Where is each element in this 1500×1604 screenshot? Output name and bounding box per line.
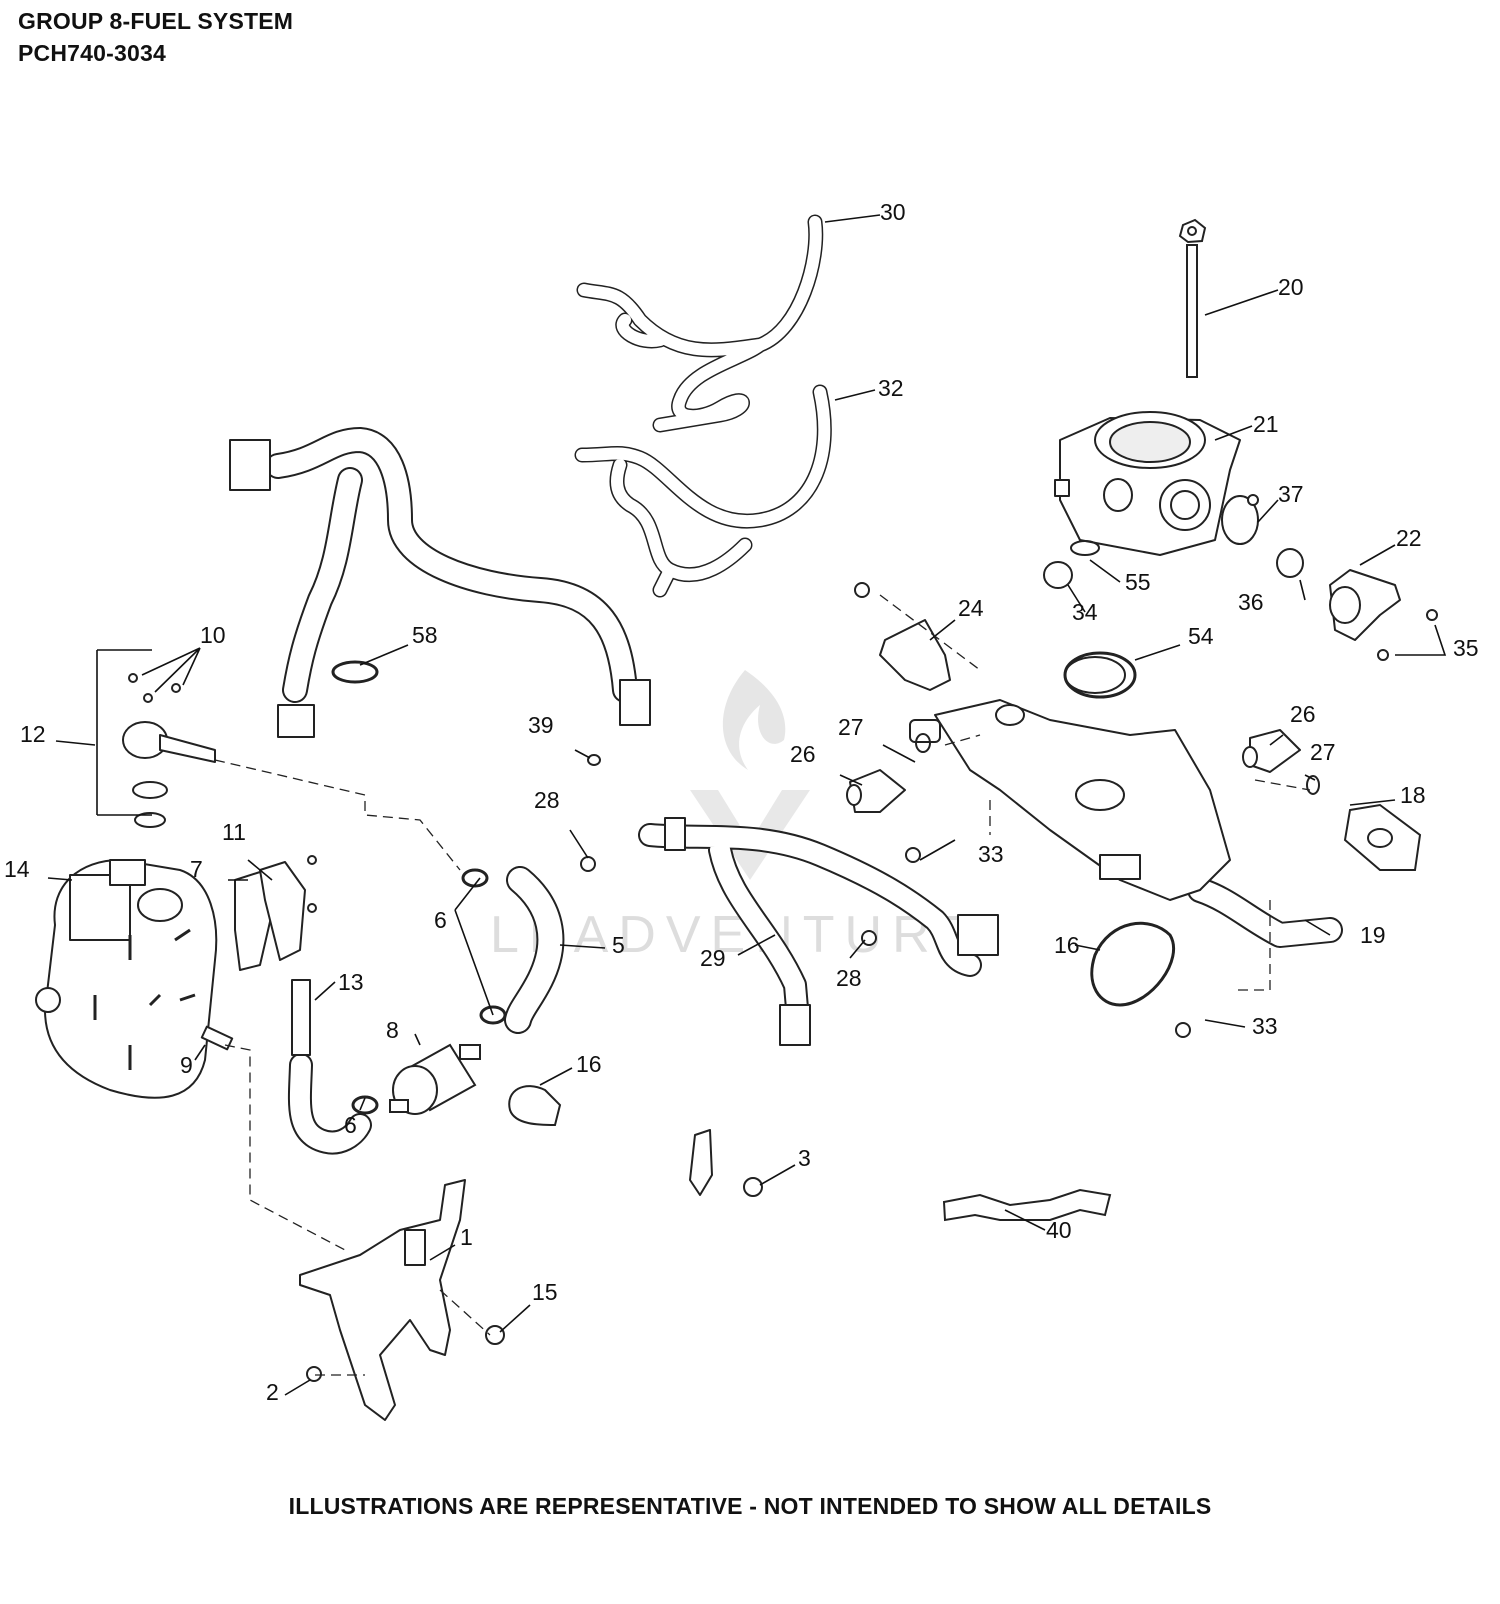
callout-39: 39 bbox=[528, 712, 554, 738]
callout-32: 32 bbox=[878, 375, 904, 401]
callout-6b: 6 bbox=[344, 1112, 357, 1138]
callout-28a: 28 bbox=[534, 787, 560, 813]
callout-30: 30 bbox=[880, 199, 906, 225]
callout-34: 34 bbox=[1072, 599, 1098, 625]
callout-55: 55 bbox=[1125, 569, 1151, 595]
callout-11: 11 bbox=[222, 819, 246, 845]
watermark-text: LEADVENTURE bbox=[490, 906, 984, 964]
callout-13: 13 bbox=[338, 969, 364, 995]
callout-26a: 26 bbox=[790, 741, 816, 767]
callout-58: 58 bbox=[412, 622, 438, 648]
leadventure-logo-icon bbox=[690, 670, 810, 880]
callout-16b: 16 bbox=[576, 1051, 602, 1077]
diagram-group-title: GROUP 8-FUEL SYSTEM bbox=[18, 8, 294, 34]
callout-5: 5 bbox=[612, 932, 625, 958]
callout-33a: 33 bbox=[978, 841, 1004, 867]
callout-6a: 6 bbox=[434, 907, 447, 933]
callout-40: 40 bbox=[1046, 1217, 1072, 1243]
callout-3: 3 bbox=[798, 1145, 811, 1171]
callout-14: 14 bbox=[4, 856, 30, 882]
callout-15: 15 bbox=[532, 1279, 558, 1305]
callout-1: 1 bbox=[460, 1224, 473, 1250]
callout-12: 12 bbox=[20, 721, 46, 747]
callout-8: 8 bbox=[386, 1017, 399, 1043]
callout-16a: 16 bbox=[1054, 932, 1080, 958]
callout-2: 2 bbox=[266, 1379, 279, 1405]
callout-35: 35 bbox=[1453, 635, 1479, 661]
callout-26b: 26 bbox=[1290, 701, 1316, 727]
callout-37: 37 bbox=[1278, 481, 1304, 507]
callout-24: 24 bbox=[958, 595, 984, 621]
callout-19: 19 bbox=[1360, 922, 1386, 948]
disclaimer-note: ILLUSTRATIONS ARE REPRESENTATIVE - NOT I… bbox=[288, 1493, 1212, 1519]
callout-36: 36 bbox=[1238, 589, 1264, 615]
callout-27b: 27 bbox=[1310, 739, 1336, 765]
callout-20: 20 bbox=[1278, 274, 1304, 300]
callout-21: 21 bbox=[1253, 411, 1279, 437]
callout-29: 29 bbox=[700, 945, 726, 971]
callout-9: 9 bbox=[180, 1052, 193, 1078]
callout-28b: 28 bbox=[836, 965, 862, 991]
diagram-model-number: PCH740-3034 bbox=[18, 40, 166, 66]
callout-10: 10 bbox=[200, 622, 226, 648]
callout-7: 7 bbox=[190, 856, 203, 882]
callout-54: 54 bbox=[1188, 623, 1214, 649]
callout-22: 22 bbox=[1396, 525, 1422, 551]
callout-33b: 33 bbox=[1252, 1013, 1278, 1039]
callout-27a: 27 bbox=[838, 714, 864, 740]
callout-18: 18 bbox=[1400, 782, 1426, 808]
